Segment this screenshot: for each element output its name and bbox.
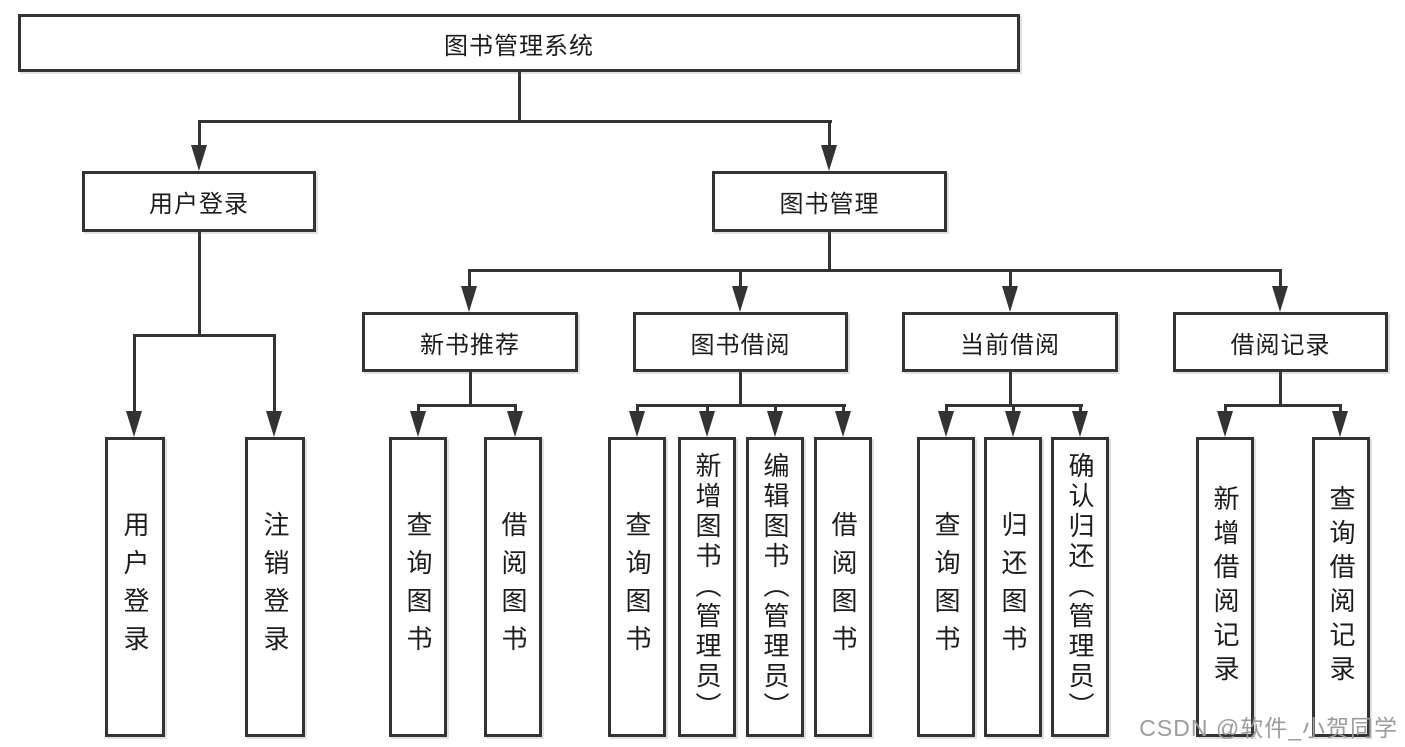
connector-root-rail [198, 120, 832, 123]
connector-book-mgmt-drop-4 [1279, 269, 1282, 289]
connector-user-login-drop-2 [273, 334, 276, 413]
arrow-down-icon [1002, 286, 1018, 312]
connector-new-rec-rail [417, 404, 517, 407]
connector-current-borrow-drop-1 [945, 404, 948, 414]
arrow-down-icon [835, 411, 851, 437]
node-new-book-recommend: 新书推荐 [362, 312, 578, 372]
leaf-query-borrow-record: 查询借阅记录 [1312, 437, 1370, 737]
connector-book-mgmt-drop-1 [468, 269, 471, 289]
arrow-down-icon [266, 411, 282, 437]
node-book-borrow: 图书借阅 [633, 312, 848, 372]
connector-root-stem [518, 72, 521, 122]
node-library-management-system: 图书管理系统 [18, 14, 1020, 72]
leaf-borrow-books-recommend: 借阅图书 [484, 437, 542, 737]
leaf-user-login: 用户登录 [105, 437, 165, 737]
connector-book-borrow-rail [636, 404, 846, 407]
arrow-down-icon [767, 411, 783, 437]
arrow-down-icon [507, 411, 523, 437]
leaf-query-books-current: 查询图书 [917, 437, 975, 737]
node-book-management: 图书管理 [712, 171, 947, 232]
arrow-down-icon [1072, 411, 1088, 437]
node-user-login: 用户登录 [82, 171, 316, 232]
connector-current-borrow-stem [1009, 372, 1012, 406]
arrow-down-icon [1332, 411, 1348, 437]
arrow-down-icon [1005, 411, 1021, 437]
connector-current-borrow-drop-3 [1079, 404, 1082, 414]
watermark: CSDN @软件_小贺同学 [1139, 715, 1398, 741]
leaf-logout: 注销登录 [245, 437, 305, 737]
connector-current-borrow-drop-2 [1012, 404, 1015, 414]
connector-book-borrow-drop-2 [706, 404, 709, 414]
connector-root-drop-left [198, 120, 201, 148]
connector-book-borrow-drop-3 [774, 404, 777, 414]
leaf-add-borrow-record: 新增借阅记录 [1196, 437, 1254, 737]
connector-user-login-stem [198, 232, 201, 336]
connector-book-borrow-stem [739, 372, 742, 406]
connector-book-mgmt-rail [468, 269, 1282, 272]
leaf-borrow-books: 借阅图书 [814, 437, 872, 737]
connector-book-mgmt-drop-2 [739, 269, 742, 289]
connector-book-borrow-drop-1 [636, 404, 639, 414]
leaf-edit-book-admin: 编辑图书（管理员） [746, 437, 804, 737]
connector-book-mgmt-drop-3 [1009, 269, 1012, 289]
connector-borrow-records-drop-2 [1339, 404, 1342, 414]
arrow-down-icon [732, 286, 748, 312]
arrow-down-icon [126, 411, 142, 437]
connector-new-rec-stem [469, 372, 472, 406]
connector-borrow-records-rail [1224, 404, 1342, 407]
arrow-down-icon [821, 145, 837, 171]
connector-user-login-drop-1 [133, 334, 136, 413]
arrow-down-icon [1272, 286, 1288, 312]
connector-book-borrow-drop-4 [842, 404, 845, 414]
arrow-down-icon [191, 145, 207, 171]
connector-new-rec-drop-1 [417, 404, 420, 414]
leaf-query-books-borrow: 查询图书 [608, 437, 666, 737]
connector-new-rec-drop-2 [514, 404, 517, 414]
leaf-return-books: 归还图书 [984, 437, 1042, 737]
arrow-down-icon [629, 411, 645, 437]
leaf-add-book-admin: 新增图书（管理员） [678, 437, 736, 737]
arrow-down-icon [410, 411, 426, 437]
arrow-down-icon [461, 286, 477, 312]
connector-user-login-rail [133, 334, 276, 337]
node-current-borrow: 当前借阅 [902, 312, 1118, 372]
connector-borrow-records-stem [1279, 372, 1282, 406]
arrow-down-icon [938, 411, 954, 437]
leaf-query-books-recommend: 查询图书 [389, 437, 447, 737]
arrow-down-icon [1217, 411, 1233, 437]
connector-borrow-records-drop-1 [1224, 404, 1227, 414]
connector-root-drop-right [828, 120, 831, 148]
arrow-down-icon [699, 411, 715, 437]
connector-book-mgmt-stem [828, 232, 831, 271]
node-borrow-records: 借阅记录 [1173, 312, 1388, 372]
leaf-confirm-return-admin: 确认归还（管理员） [1051, 437, 1109, 737]
